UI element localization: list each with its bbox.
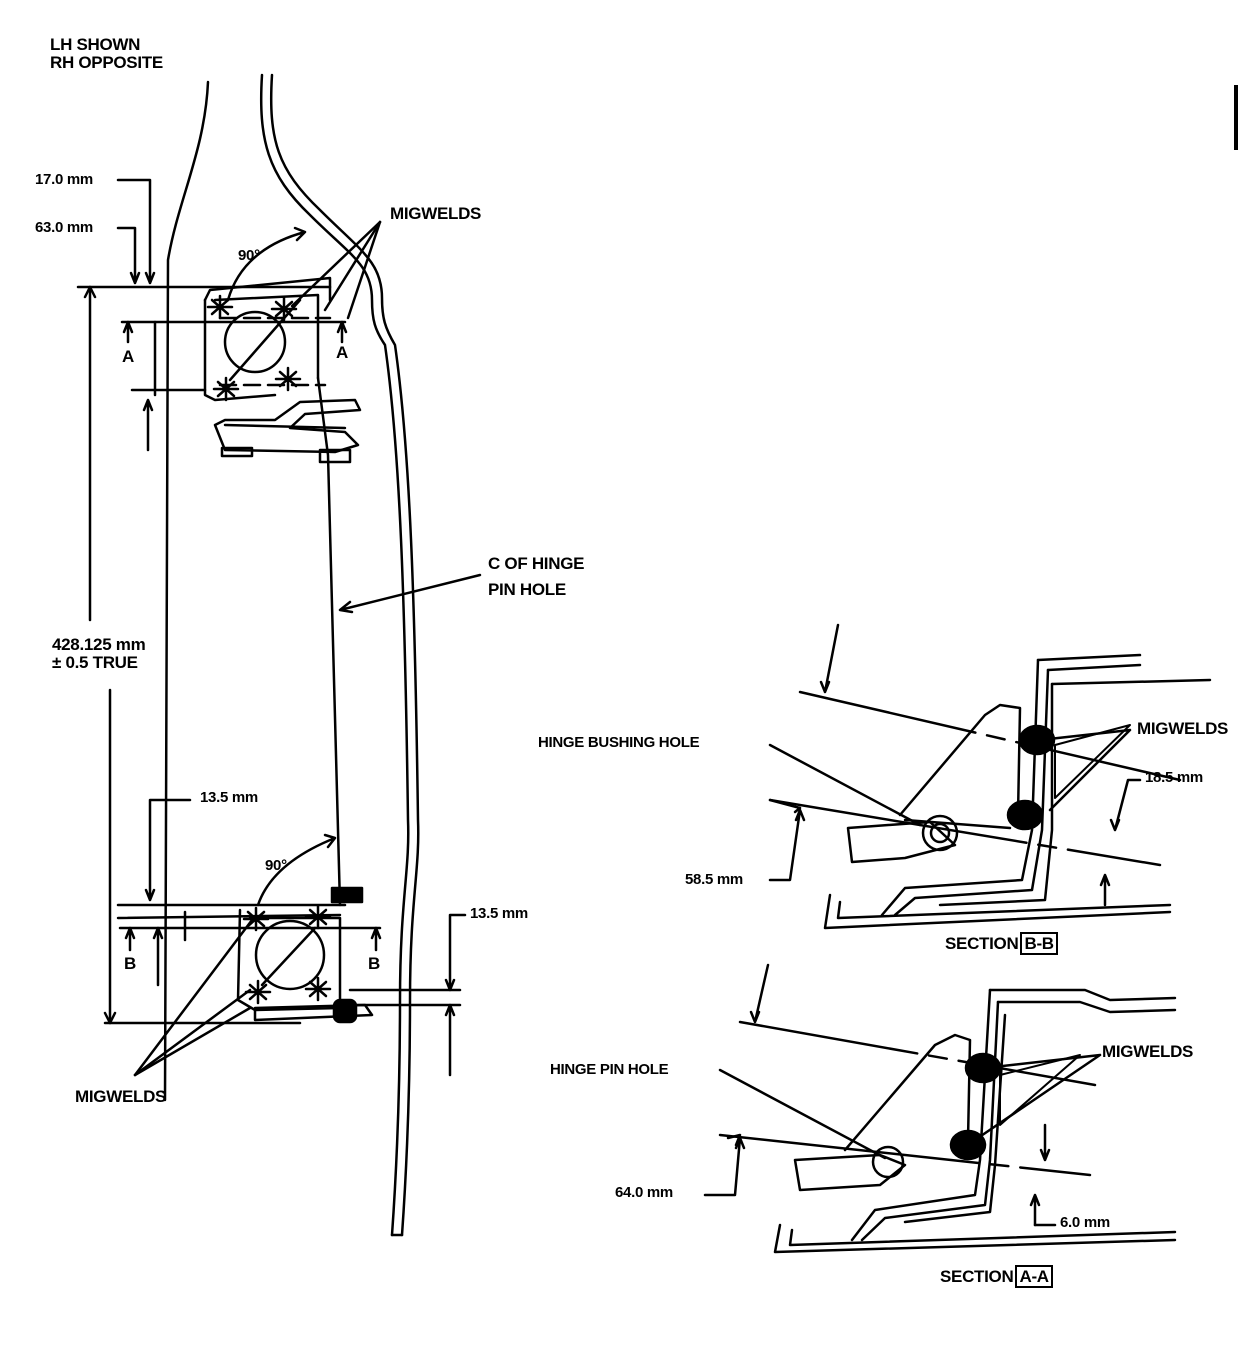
section-aa-word: SECTION [940,1267,1014,1286]
dim-13-left-label: 13.5 mm [200,789,258,806]
section-aa-id: A-A [1015,1265,1053,1288]
dim-63-label: 63.0 mm [35,219,93,236]
centerline-leader [340,575,480,612]
section-bb-word: SECTION [945,934,1019,953]
pillar-inner-line [165,82,208,1100]
leader-63 [118,228,139,283]
migwelds-bottom-leaders [135,920,252,1075]
upper-hinge-bracket [205,278,360,462]
pillar-outer-flange [261,75,418,1235]
section-a-left: A [122,347,134,366]
dim-58-label: 58.5 mm [685,871,743,888]
section-bb-drawing [770,625,1210,928]
hinge-pin-hole-label: HINGE PIN HOLE [550,1061,669,1078]
scan-edge-mark [1234,85,1238,150]
leader-13-left [146,800,190,900]
dim-6-label: 6.0 mm [1060,1214,1110,1231]
section-b-left: B [124,954,136,973]
migwelds-aa-label: MIGWELDS [1102,1042,1194,1061]
section-a-markers [122,322,346,450]
dim-64-label: 64.0 mm [615,1184,673,1201]
view-note-line1: LH SHOWN [50,35,141,54]
centerline-label-line1: C OF HINGE [488,554,585,573]
hinge-centerline [318,378,340,905]
centerline-label: C OF HINGE PIN HOLE [488,555,584,599]
angle-arc-upper [228,228,305,300]
angle-lower-label: 90° [265,857,287,874]
view-note-line2: RH OPPOSITE [50,52,163,72]
dim-428-line [85,287,115,1023]
migwelds-bb-leaders [1040,730,1130,810]
migwelds-bb-label: MIGWELDS [1137,719,1229,738]
migwelds-bottom-label: MIGWELDS [75,1087,167,1106]
dim-18-label: 18.5 mm [1145,769,1203,786]
angle-upper-label: 90° [238,247,260,264]
section-bb-id: B-B [1020,932,1058,955]
dim-428-line2: ± 0.5 TRUE [52,652,138,672]
section-aa-drawing [705,965,1175,1252]
section-a-right: A [336,343,348,362]
angle-arc-lower [258,835,335,905]
lower-hinge-bracket [118,888,372,1022]
section-b-right: B [368,954,380,973]
dim-17-label: 17.0 mm [35,171,93,188]
dim-13-right-label: 13.5 mm [470,905,528,922]
leader-17 [118,180,154,283]
dim-13-right [350,915,465,1075]
hinge-bushing-hole-label: HINGE BUSHING HOLE [538,734,700,751]
section-b-markers [120,912,380,985]
centerline-label-line2: PIN HOLE [488,579,566,599]
migwelds-top-label: MIGWELDS [390,204,482,223]
view-note: LH SHOWN RH OPPOSITE [50,36,163,72]
migwelds-top-leaders [292,222,380,318]
migwelds-aa-leaders [975,1055,1100,1140]
dim-428-label: 428.125 mm ± 0.5 TRUE [52,635,146,672]
dim-428-line1: 428.125 mm [52,635,146,654]
